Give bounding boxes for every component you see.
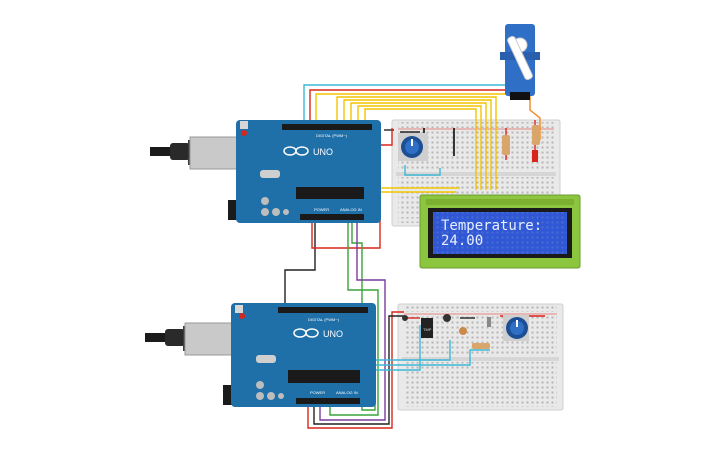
board-model-label: UNO (313, 147, 333, 157)
arduino-board-bottom[interactable]: UNO DIGITAL (PWM~) POWER ANALOG IN (145, 303, 376, 407)
analog-header-label: ANALOG IN (340, 207, 362, 212)
led-red (532, 150, 538, 162)
potentiometer-top[interactable] (398, 133, 428, 161)
resistor-bottom[interactable] (472, 317, 491, 349)
lcd-display[interactable]: Temperature: 24.00 (419, 194, 581, 269)
lcd-line-1: Temperature: (441, 218, 542, 234)
arduino-board-top[interactable]: UNO DIGITAL (PWM~) POWER ANALOG IN (150, 120, 381, 223)
digital-header-label: DIGITAL (PWM~) (316, 133, 348, 138)
temperature-sensor[interactable]: TMP (421, 318, 433, 338)
power-header-label: POWER (314, 207, 329, 212)
potentiometer-bottom[interactable] (503, 315, 529, 341)
photoresistor[interactable] (402, 314, 467, 335)
servo-motor[interactable] (500, 24, 540, 100)
lcd-line-2: 24.00 (441, 233, 483, 249)
digital-header-label: DIGITAL (PWM~) (308, 317, 340, 322)
wires-inter-board[interactable] (284, 148, 545, 429)
lcd-pixels (433, 212, 567, 254)
board-model-label: UNO (323, 329, 343, 339)
sensor-label: TMP (423, 327, 432, 332)
resistor-top[interactable] (502, 125, 540, 162)
analog-header-label: ANALOG IN (336, 390, 358, 395)
power-header-label: POWER (310, 390, 325, 395)
